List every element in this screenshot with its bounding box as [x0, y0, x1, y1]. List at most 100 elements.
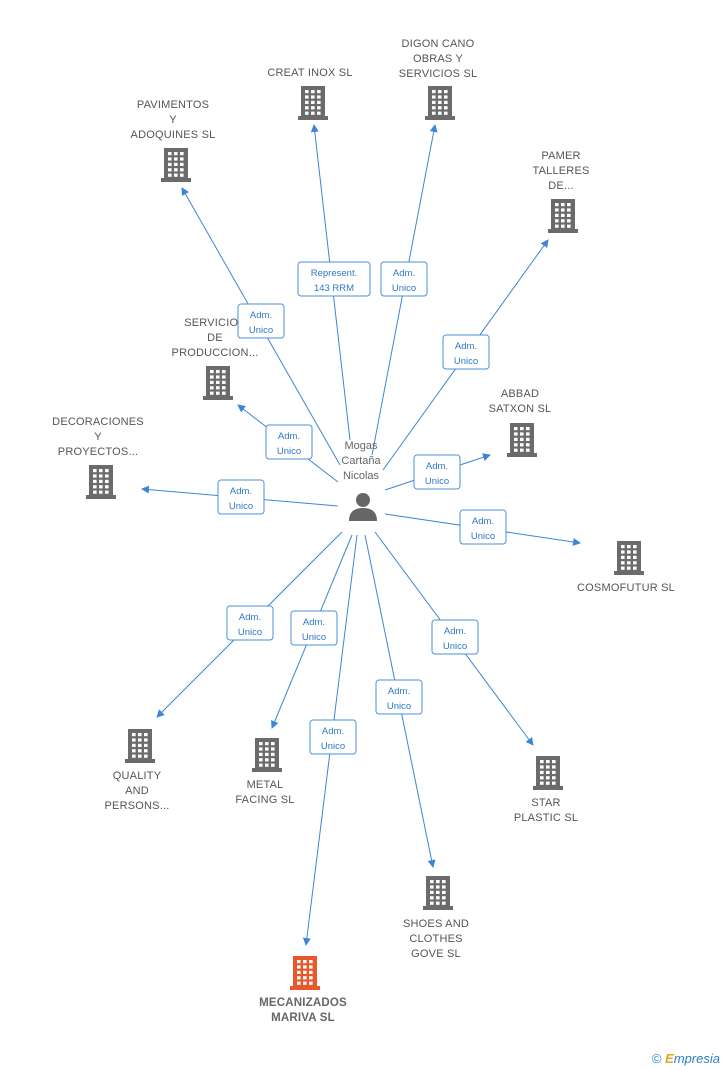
edge-label-creatinox: Represent. 143 RRM: [297, 261, 371, 297]
company-label-line: AND: [125, 785, 149, 797]
edge-label-line: Adm.: [322, 726, 344, 737]
company-label-shoes[interactable]: SHOES AND CLOTHES GOVE SL: [403, 918, 469, 960]
brand-name: mpresia: [673, 1051, 720, 1066]
company-label-line: DE: [207, 332, 223, 344]
company-label-line: CLOTHES: [409, 933, 462, 945]
company-label-line: ABBAD: [501, 388, 539, 400]
company-label-line: SERVICIOS SL: [399, 68, 478, 80]
person-label-line: Cartaña: [341, 455, 381, 467]
edge-label-line: Adm.: [455, 341, 477, 352]
company-label-mecanizados[interactable]: MECANIZADOS MARIVA SL: [259, 997, 347, 1024]
edge-label-pavimentos: Adm. Unico: [237, 303, 285, 339]
company-label-abbad[interactable]: ABBAD SATXON SL: [489, 388, 552, 415]
edge-label-line: Unico: [277, 446, 301, 457]
company-label-line: METAL: [247, 779, 284, 791]
edge-label-line: Adm.: [444, 626, 466, 637]
company-label-line: MARIVA SL: [271, 1012, 335, 1024]
edge-label-pamer: Adm. Unico: [442, 334, 490, 370]
edge-label-line: Unico: [387, 701, 411, 712]
edge-label-line: 143 RRM: [314, 283, 354, 294]
brand-initial: E: [665, 1051, 674, 1066]
company-label-line: SHOES AND: [403, 918, 469, 930]
edge-label-line: Adm.: [303, 617, 325, 628]
edge-label-line: Unico: [238, 627, 262, 638]
edge-label-line: Unico: [302, 632, 326, 643]
company-label-line: PAVIMENTOS: [137, 99, 209, 111]
empresia-logo: © Empresia: [652, 1051, 720, 1066]
edge-label-line: Unico: [454, 356, 478, 367]
company-label-line: PAMER: [541, 150, 580, 162]
edge-label-metal: Adm. Unico: [290, 610, 338, 646]
edge-label-line: Unico: [471, 531, 495, 542]
company-label-line: STAR: [531, 797, 560, 809]
edge-label-digon: Adm. Unico: [380, 261, 428, 297]
edge-label-line: Adm.: [426, 461, 448, 472]
company-label-digon[interactable]: DIGON CANO OBRAS Y SERVICIOS SL: [399, 38, 478, 80]
company-label-line: PLASTIC SL: [514, 812, 578, 824]
edge-label-line: Adm.: [388, 686, 410, 697]
company-label-line: TALLERES: [532, 165, 589, 177]
building-icon-pamer[interactable]: [548, 199, 578, 233]
edge-label-line: Adm.: [230, 486, 252, 497]
building-icon-abbad[interactable]: [507, 423, 537, 457]
edge-label-line: Unico: [392, 283, 416, 294]
building-icon-quality[interactable]: [125, 729, 155, 763]
building-icon-servicios[interactable]: [203, 366, 233, 400]
edge-label-mecanizados: Adm. Unico: [309, 719, 357, 755]
company-label-line: QUALITY: [113, 770, 162, 782]
edge-label-star: Adm. Unico: [431, 619, 479, 655]
person-icon[interactable]: [349, 493, 377, 521]
company-label-line: OBRAS Y: [413, 53, 464, 65]
building-icon-shoes[interactable]: [423, 876, 453, 910]
building-icon-star[interactable]: [533, 756, 563, 790]
company-label-cosmofutur[interactable]: COSMOFUTUR SL: [577, 582, 675, 594]
building-icon-mecanizados[interactable]: [290, 956, 320, 990]
company-label-line: CREAT INOX SL: [267, 67, 352, 79]
edge-label-quality: Adm. Unico: [226, 605, 274, 641]
building-icon-creatinox[interactable]: [298, 86, 328, 120]
edge-label-decoraciones: Adm.Unico: [217, 479, 265, 515]
person-label-line: Nicolas: [343, 470, 380, 482]
edge-label-line: Unico: [425, 476, 449, 487]
edge-label-line: Unico: [443, 641, 467, 652]
company-label-line: SERVICIOS: [184, 317, 246, 329]
edge-label-line: Adm.: [239, 612, 261, 623]
edge-label-cosmofutur: Adm. Unico: [459, 509, 507, 545]
company-label-line: FACING SL: [235, 794, 294, 806]
edge-label-servicios: Adm. Unico: [265, 424, 313, 460]
building-icon-decoraciones[interactable]: [86, 465, 116, 499]
edge-label-line: Unico: [249, 325, 273, 336]
company-label-line: MECANIZADOS: [259, 997, 347, 1009]
company-label-line: PRODUCCION...: [172, 347, 259, 359]
company-label-line: Y: [169, 114, 177, 126]
company-label-metal[interactable]: METAL FACING SL: [235, 779, 294, 806]
company-label-servicios[interactable]: SERVICIOS DE PRODUCCION...: [172, 317, 259, 359]
edge-label-line: Unico: [321, 741, 345, 752]
edge-label-line: Adm.: [250, 310, 272, 321]
building-icon-cosmofutur[interactable]: [614, 541, 644, 575]
company-label-line: DIGON CANO: [402, 38, 475, 50]
building-icon-digon[interactable]: [425, 86, 455, 120]
edge-label-line: Represent.: [311, 268, 357, 279]
company-label-line: DECORACIONES: [52, 416, 144, 428]
company-label-line: COSMOFUTUR SL: [577, 582, 675, 594]
edge-label-line: Adm.: [393, 268, 415, 279]
edge-label-abbad: Adm. Unico: [413, 454, 461, 490]
company-label-line: PROYECTOS...: [58, 446, 138, 458]
company-label-star[interactable]: STAR PLASTIC SL: [514, 797, 578, 824]
company-label-line: GOVE SL: [411, 948, 461, 960]
copyright-symbol: ©: [651, 1051, 662, 1066]
edge-label-shoes: Adm. Unico: [375, 679, 423, 715]
company-label-creatinox[interactable]: CREAT INOX SL: [267, 67, 352, 79]
edge-label-line: Adm.: [278, 431, 300, 442]
company-label-line: SATXON SL: [489, 403, 552, 415]
building-icon-metal[interactable]: [252, 738, 282, 772]
building-icon-pavimentos[interactable]: [161, 148, 191, 182]
edge-label-line: Adm.: [472, 516, 494, 527]
